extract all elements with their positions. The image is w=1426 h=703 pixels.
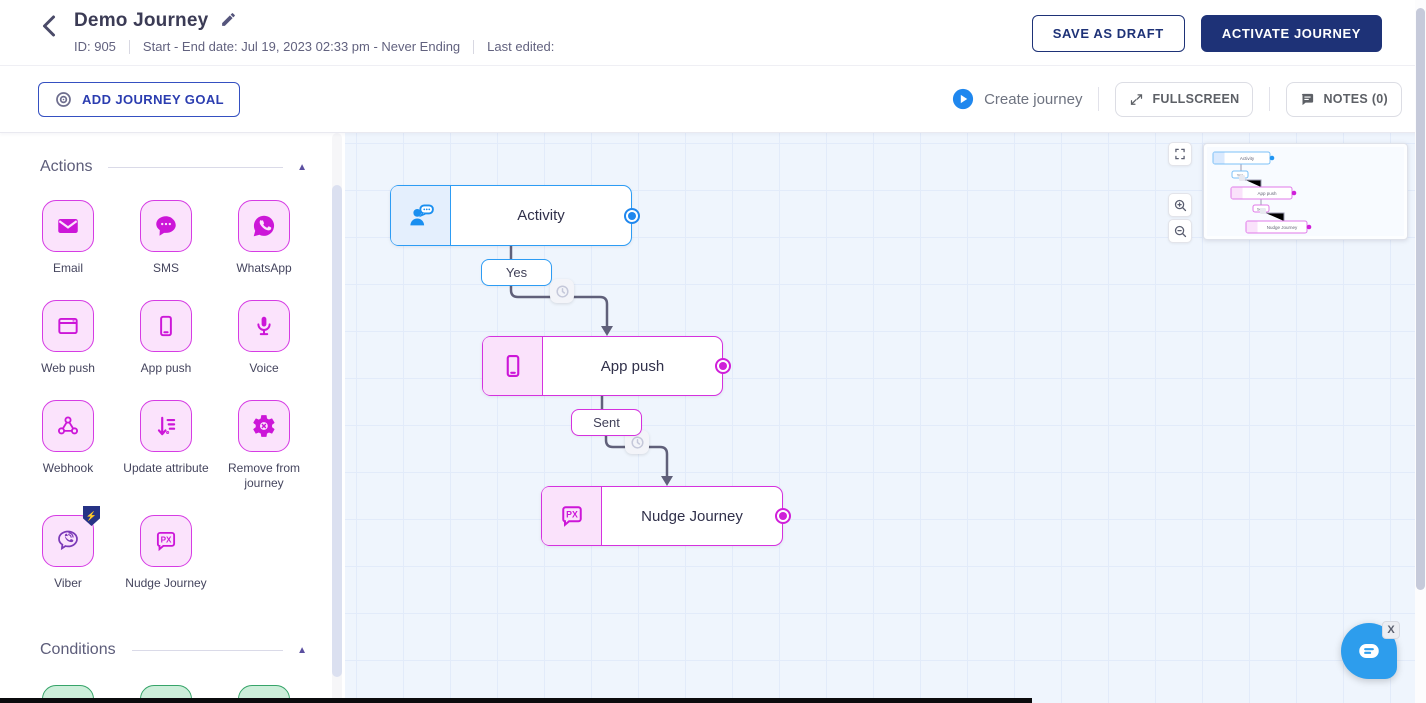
viber-icon	[58, 530, 78, 551]
action-tile-update-attribute[interactable]: Update attribute	[117, 400, 215, 491]
fullscreen-label: FULLSCREEN	[1152, 92, 1240, 106]
journey-toolbar: ADD JOURNEY GOAL Create journey FULLSCRE…	[0, 66, 1426, 133]
journey-canvas[interactable]: Yes Sent Activity App push PX Nudge Jour…	[345, 133, 1426, 703]
voice-icon	[257, 316, 271, 336]
palette-sidebar: Actions ▲ Email SMS WhatsApp Web push	[0, 133, 345, 703]
sms-icon	[156, 216, 176, 236]
svg-text:Activity: Activity	[1240, 156, 1255, 161]
action-tile-voice[interactable]: Voice	[215, 300, 313, 376]
node-output-port[interactable]	[715, 358, 731, 374]
svg-text:Nudge Journey: Nudge Journey	[1267, 225, 1298, 230]
actions-grid: Email SMS WhatsApp Web push App push Voi…	[0, 200, 345, 591]
nudge-journey-icon: PX	[156, 531, 176, 552]
add-journey-goal-button[interactable]: ADD JOURNEY GOAL	[38, 81, 240, 117]
conditions-section-title: Conditions	[40, 641, 116, 658]
node-app-push[interactable]: App push	[482, 336, 731, 396]
edge-label-yes[interactable]: Yes	[481, 259, 552, 286]
svg-text:App push: App push	[1257, 191, 1277, 196]
zoom-in-icon	[1174, 199, 1186, 211]
chat-bubble-icon	[1359, 643, 1379, 659]
email-icon	[58, 218, 78, 234]
back-button[interactable]	[40, 14, 58, 41]
action-tile-app-push[interactable]: App push	[117, 300, 215, 376]
fit-view-button[interactable]	[1168, 142, 1192, 166]
remove-from-journey-icon	[253, 415, 275, 437]
page-scrollbar-thumb[interactable]	[1416, 8, 1425, 590]
fullscreen-button[interactable]: FULLSCREEN	[1115, 81, 1254, 117]
play-icon	[952, 88, 974, 110]
create-journey-label: Create journey	[984, 90, 1083, 108]
save-as-draft-button[interactable]: SAVE AS DRAFT	[1031, 15, 1185, 52]
node-activity[interactable]: Activity	[390, 185, 640, 246]
svg-text:PX: PX	[161, 536, 172, 545]
sidebar-scrollbar[interactable]	[332, 133, 342, 703]
app-push-icon	[506, 355, 519, 377]
add-journey-goal-label: ADD JOURNEY GOAL	[82, 91, 224, 107]
title-block: Demo Journey ID: 905 Start - End date: J…	[74, 10, 554, 54]
bottom-bar	[0, 698, 1032, 703]
fit-view-icon	[1175, 148, 1185, 160]
content-area: Actions ▲ Email SMS WhatsApp Web push	[0, 133, 1426, 703]
edit-title-button[interactable]	[220, 11, 237, 31]
app-push-icon	[160, 315, 172, 337]
node-nudge-journey[interactable]: PX Nudge Journey	[541, 486, 791, 546]
divider	[128, 39, 130, 54]
action-tile-viber[interactable]: ⚡ Viber	[19, 506, 117, 591]
divider	[131, 649, 284, 651]
edge-label-sent[interactable]: Sent	[571, 409, 642, 436]
action-tile-email[interactable]: Email	[19, 200, 117, 276]
chat-close-button[interactable]: X	[1382, 621, 1400, 639]
zoom-out-icon	[1174, 225, 1186, 237]
notes-button[interactable]: NOTES (0)	[1286, 81, 1402, 117]
divider	[1269, 87, 1271, 111]
conditions-section-header[interactable]: Conditions ▲	[40, 641, 307, 659]
action-tile-nudge-journey[interactable]: PX Nudge Journey	[117, 515, 215, 591]
minimap[interactable]: Activity Yes App push Sent Nudge Journey	[1203, 143, 1408, 240]
chevron-left-icon	[43, 15, 55, 37]
action-tile-whatsapp[interactable]: WhatsApp	[215, 200, 313, 276]
expand-icon	[1131, 93, 1143, 105]
node-output-port[interactable]	[624, 207, 640, 224]
journey-id: ID: 905	[74, 39, 116, 54]
journey-meta: ID: 905 Start - End date: Jul 19, 2023 0…	[74, 39, 554, 54]
svg-text:PX: PX	[566, 510, 578, 520]
actions-section-header[interactable]: Actions ▲	[40, 158, 307, 176]
whatsapp-icon	[253, 215, 275, 237]
action-tile-remove-from-journey[interactable]: Remove from journey	[215, 400, 313, 491]
header: Demo Journey ID: 905 Start - End date: J…	[0, 0, 1426, 66]
divider	[473, 39, 475, 54]
action-tile-web-push[interactable]: Web push	[19, 300, 117, 376]
collapse-icon[interactable]: ▲	[297, 161, 307, 173]
target-icon	[56, 91, 71, 107]
web-push-icon	[58, 317, 78, 335]
nudge-journey-icon: PX	[561, 506, 582, 527]
svg-text:Yes: Yes	[1237, 172, 1244, 177]
sidebar-scrollbar-thumb[interactable]	[332, 185, 342, 677]
journey-dates: Start - End date: Jul 19, 2023 02:33 pm …	[142, 39, 461, 54]
node-output-port[interactable]	[775, 508, 791, 524]
last-edited: Last edited:	[487, 39, 555, 54]
update-attribute-icon	[157, 416, 176, 436]
zoom-in-button[interactable]	[1168, 193, 1192, 217]
create-journey-button[interactable]: Create journey	[952, 88, 1082, 110]
divider	[108, 166, 284, 168]
page-title: Demo Journey	[74, 10, 209, 31]
actions-section-title: Actions	[40, 158, 93, 175]
zoom-out-button[interactable]	[1168, 219, 1192, 243]
activity-icon	[409, 203, 434, 225]
notes-icon	[1302, 93, 1314, 105]
premium-badge-icon: ⚡	[83, 506, 100, 526]
action-tile-webhook[interactable]: Webhook	[19, 400, 117, 491]
delay-clock-icon[interactable]	[550, 279, 574, 303]
page-scrollbar[interactable]	[1415, 0, 1426, 703]
pencil-icon	[222, 13, 236, 26]
minimap-flow: Activity Yes App push Sent Nudge Journey	[1207, 147, 1404, 236]
webhook-icon	[57, 416, 79, 435]
notes-label: NOTES (0)	[1323, 92, 1388, 106]
collapse-icon[interactable]: ▲	[297, 644, 307, 656]
divider	[1098, 87, 1100, 111]
activate-journey-button[interactable]: ACTIVATE JOURNEY	[1200, 15, 1382, 52]
action-tile-sms[interactable]: SMS	[117, 200, 215, 276]
